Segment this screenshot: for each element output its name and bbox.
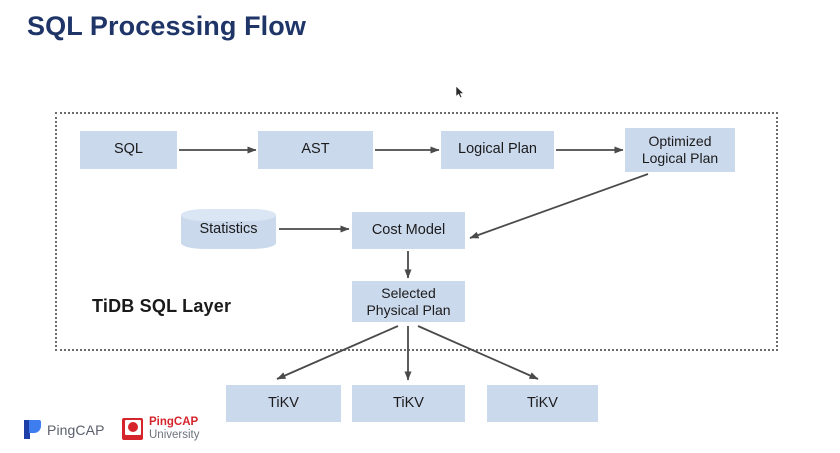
book-spine [124, 435, 142, 440]
node-optimized-logical-plan-label-line2: Logical Plan [641, 150, 719, 166]
page-title: SQL Processing Flow [27, 11, 306, 41]
node-selected-physical-plan[interactable]: Selected Physical Plan [352, 281, 465, 322]
node-logical-plan[interactable]: Logical Plan [441, 131, 554, 169]
pingcap-mark-icon [24, 420, 41, 439]
node-tikv-3[interactable]: TiKV [487, 385, 598, 422]
node-sql-label: SQL [113, 141, 143, 158]
cylinder-bottom [181, 237, 276, 249]
node-cost-model[interactable]: Cost Model [352, 212, 465, 249]
tidb-sql-layer-boundary [55, 112, 778, 351]
book-seal [128, 421, 138, 432]
node-ast-label: AST [301, 141, 330, 158]
university-wordmark: PingCAP University [149, 416, 199, 442]
pingcap-mark-bar [24, 420, 30, 439]
university-wordmark-top: PingCAP [149, 416, 199, 428]
node-optimized-logical-plan-label-line1: Optimized [648, 133, 712, 150]
node-sql[interactable]: SQL [80, 131, 177, 169]
node-tikv-2-label: TiKV [393, 394, 424, 411]
node-ast[interactable]: AST [258, 131, 373, 169]
node-selected-physical-plan-label-line1: Selected [381, 284, 436, 301]
pingcap-wordmark: PingCAP [47, 421, 105, 438]
mouse-cursor-icon [455, 85, 465, 99]
node-tikv-2[interactable]: TiKV [352, 385, 465, 422]
university-wordmark-bottom: University [149, 428, 200, 441]
node-statistics[interactable]: Statistics [181, 209, 276, 249]
node-optimized-logical-plan[interactable]: Optimized Logical Plan [625, 128, 735, 172]
node-logical-plan-label: Logical Plan [458, 141, 537, 158]
pingcap-university-logo: PingCAP University [122, 416, 199, 442]
node-selected-physical-plan-label-line2: Physical Plan [366, 301, 451, 318]
node-statistics-label: Statistics [199, 221, 258, 237]
node-tikv-1[interactable]: TiKV [226, 385, 341, 422]
cylinder-top [181, 209, 276, 221]
tidb-sql-layer-label: TiDB SQL Layer [92, 296, 232, 316]
node-tikv-1-label: TiKV [268, 394, 299, 411]
node-cost-model-label: Cost Model [371, 221, 446, 238]
pingcap-logo: PingCAP [24, 420, 105, 439]
book-icon [122, 417, 144, 441]
pingcap-mark-flag [29, 420, 41, 433]
node-tikv-3-label: TiKV [527, 394, 558, 411]
